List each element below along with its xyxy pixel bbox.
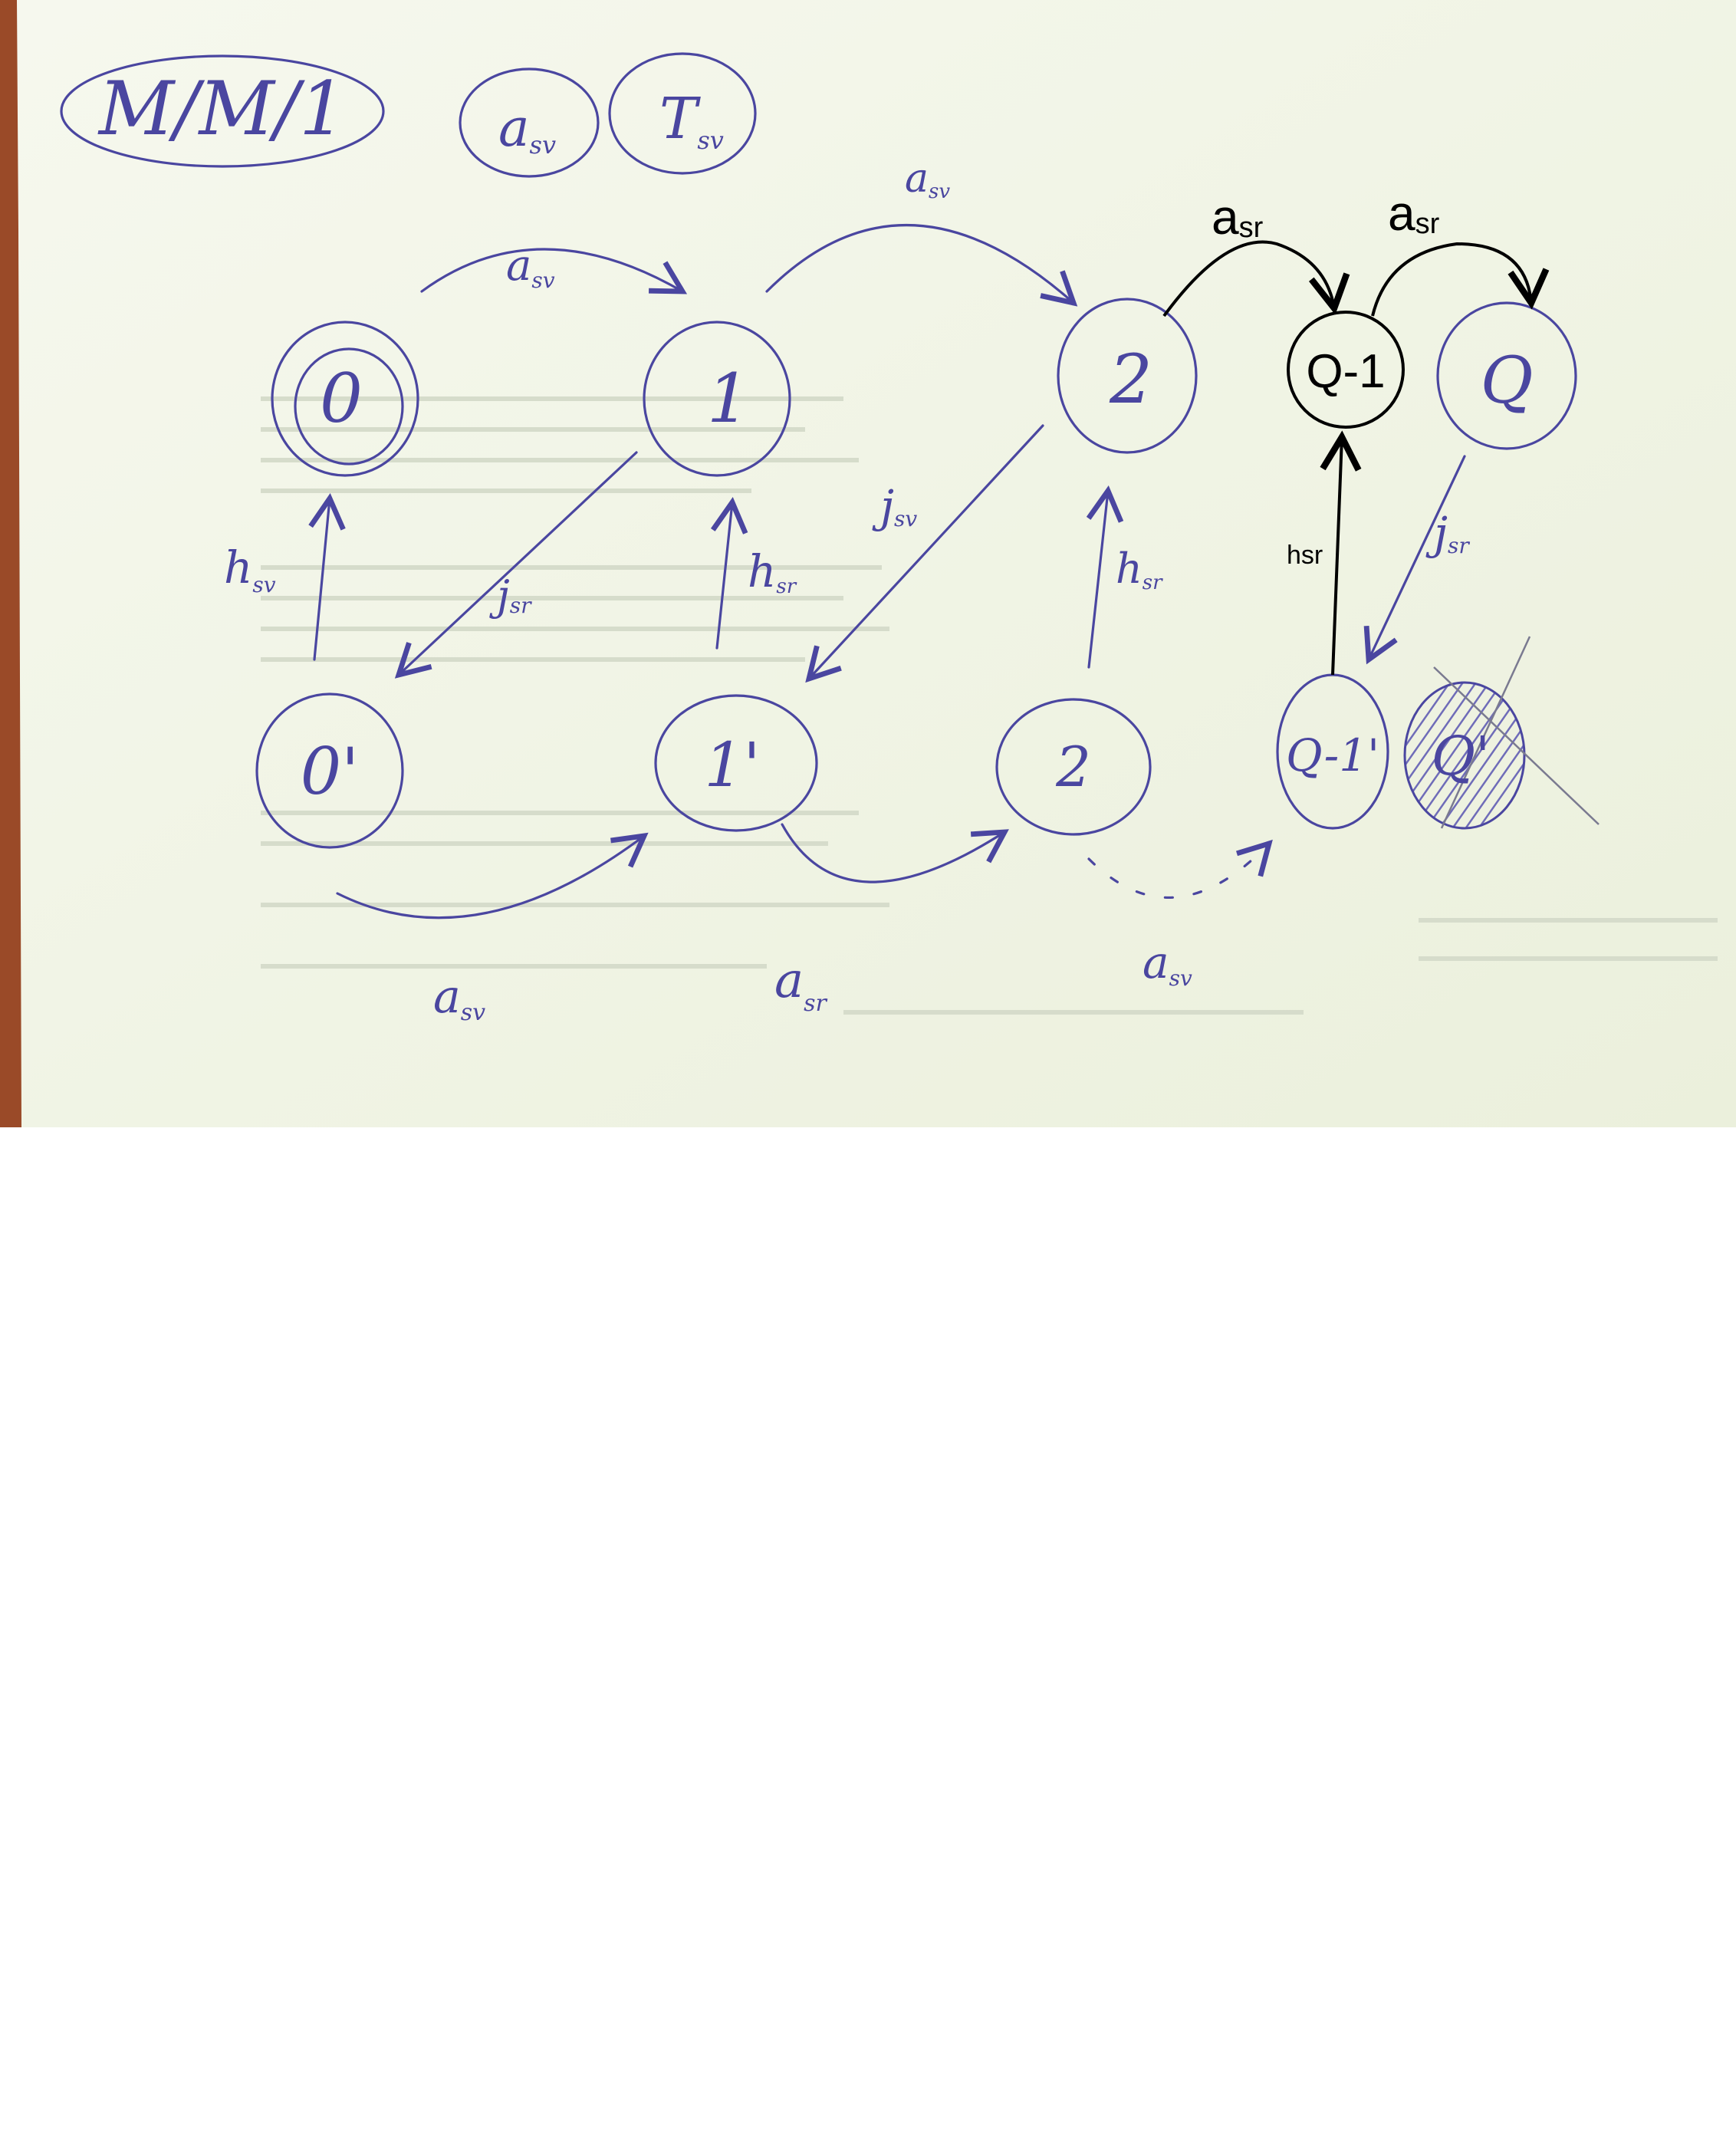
arrow-top-0-1 — [420, 248, 688, 294]
label-up-0: hsv — [224, 541, 276, 597]
state-q — [1436, 301, 1577, 450]
model-bubble — [60, 54, 385, 168]
state-0 — [271, 321, 419, 477]
model-label: M/M/1 — [97, 66, 346, 152]
arrow-diag-1-0 — [394, 451, 638, 679]
label-up-1: hsr — [748, 545, 797, 598]
cross-out-mark — [1433, 636, 1600, 829]
label-bottom-2-q1: asv — [1143, 936, 1192, 991]
diagram-photo: M/M/1 asv Tsv 0 1 2 Q-1 Q 0' 1' 2 Q-1' Q… — [0, 0, 1736, 1127]
arrow-bottom-2-q1 — [1087, 839, 1273, 899]
state-q-label: Q — [1481, 343, 1534, 418]
state-q-prime-label: Q' — [1432, 725, 1491, 788]
bubble-a-label: asv — [498, 98, 556, 160]
arrow-up-2 — [1086, 485, 1124, 669]
label-top-q1-q: asr — [1388, 186, 1440, 241]
label-bottom-1-2: asr — [774, 952, 828, 1017]
label-top-2-q1: asr — [1212, 189, 1264, 245]
blank-canvas-area — [0, 1127, 1736, 2135]
state-q-prime — [1403, 681, 1526, 830]
arrow-diag-q-q1 — [1363, 455, 1466, 665]
bubble-t-label: Tsv — [659, 86, 724, 155]
state-q-1-label: Q-1 — [1306, 345, 1385, 398]
arrow-bottom-0-1 — [336, 832, 649, 919]
bubble-t — [608, 52, 757, 175]
arrow-top-2-q1 — [1162, 240, 1350, 317]
label-top-1-2: asv — [905, 156, 950, 203]
state-2-prime — [995, 698, 1152, 836]
state-2-label: 2 — [1109, 340, 1152, 419]
state-0-prime-label: 0' — [301, 734, 360, 809]
label-up-2: hsr — [1116, 544, 1163, 594]
state-q-1-prime-label: Q-1' — [1286, 729, 1379, 781]
label-bottom-0-1: asv — [433, 970, 485, 1026]
arrow-top-q1-q — [1371, 242, 1550, 317]
state-1-prime-label: 1' — [705, 729, 761, 801]
bubble-a — [459, 67, 600, 178]
arrow-diag-2-1 — [805, 424, 1044, 683]
arrow-up-1 — [710, 497, 748, 650]
state-0-label: 0 — [320, 359, 363, 438]
label-top-0-1: asv — [506, 241, 555, 293]
state-1 — [643, 321, 791, 477]
state-2-prime-label: 2 — [1055, 735, 1091, 799]
state-1-label: 1 — [707, 359, 750, 438]
state-0-inner — [294, 347, 404, 465]
arrow-up-0 — [308, 493, 346, 661]
state-2 — [1057, 298, 1198, 454]
state-1-prime — [654, 694, 818, 832]
arrow-top-1-2 — [765, 224, 1078, 307]
label-up-q1: hsr — [1287, 541, 1323, 570]
state-0-prime — [255, 692, 404, 849]
label-diag-1-0: jsr — [489, 571, 532, 620]
arrow-up-q1 — [1320, 430, 1362, 676]
arrow-bottom-1-2 — [781, 823, 1009, 883]
